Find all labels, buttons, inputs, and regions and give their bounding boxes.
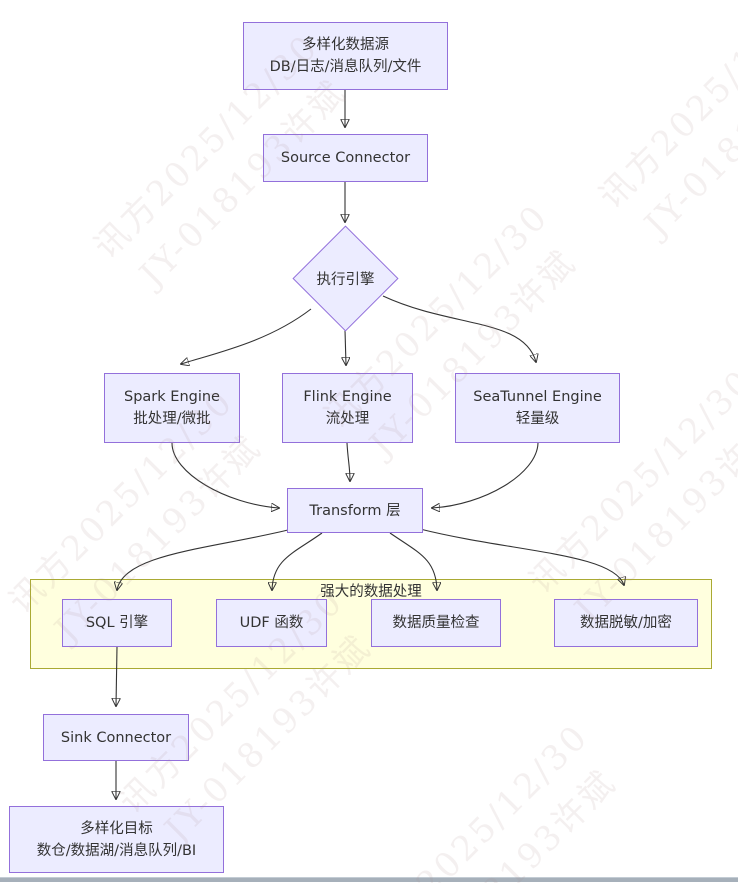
node-transform-layer[interactable]: Transform 层 bbox=[287, 488, 423, 533]
node-sql-engine[interactable]: SQL 引擎 bbox=[62, 599, 172, 647]
edge-decision-flink bbox=[345, 329, 346, 365]
edge-transform-udf bbox=[272, 532, 323, 590]
edge-transform-masking bbox=[419, 528, 624, 585]
edge-transform-sql bbox=[117, 528, 293, 590]
edge-seatunnel-transform bbox=[432, 442, 539, 508]
node-udf-functions[interactable]: UDF 函数 bbox=[216, 599, 327, 647]
node-sql-engine-label: SQL 引擎 bbox=[85, 615, 149, 631]
node-flink-engine-line2: 流处理 bbox=[325, 411, 370, 427]
bottom-scrollbar[interactable] bbox=[0, 877, 738, 882]
node-seatunnel-engine[interactable]: SeaTunnel Engine 轻量级 bbox=[455, 373, 620, 443]
node-seatunnel-engine-line2: 轻量级 bbox=[515, 411, 560, 427]
node-spark-engine[interactable]: Spark Engine 批处理/微批 bbox=[104, 373, 240, 443]
edge-transform-quality bbox=[389, 532, 437, 590]
node-transform-layer-label: Transform 层 bbox=[309, 502, 401, 519]
node-diverse-data-sources-line1: 多样化数据源 bbox=[302, 37, 389, 53]
node-execution-engine-label: 执行引擎 bbox=[316, 272, 375, 288]
node-spark-engine-line2: 批处理/微批 bbox=[133, 411, 211, 427]
edge-spark-transform bbox=[171, 442, 279, 508]
node-diverse-targets-line2: 数仓/数据湖/消息队列/BI bbox=[36, 842, 197, 859]
edge-decision-seatunnel bbox=[382, 295, 536, 362]
node-source-connector[interactable]: Source Connector bbox=[263, 134, 428, 182]
node-diverse-targets[interactable]: 多样化目标 数仓/数据湖/消息队列/BI bbox=[9, 806, 224, 873]
cluster-data-processing-label: 强大的数据处理 bbox=[320, 584, 422, 600]
edge-sql-sink bbox=[116, 646, 117, 706]
node-flink-engine[interactable]: Flink Engine 流处理 bbox=[282, 373, 413, 443]
node-diverse-data-sources-line2: DB/日志/消息队列/文件 bbox=[269, 59, 422, 75]
node-data-masking-encryption-label: 数据脱敏/加密 bbox=[580, 615, 672, 631]
node-data-quality-check-label: 数据质量检查 bbox=[392, 615, 480, 631]
node-diverse-targets-line1: 多样化目标 bbox=[80, 820, 153, 837]
node-udf-functions-label: UDF 函数 bbox=[239, 615, 304, 631]
node-data-quality-check[interactable]: 数据质量检查 bbox=[371, 599, 501, 647]
node-sink-connector[interactable]: Sink Connector bbox=[43, 714, 189, 761]
node-seatunnel-engine-line1: SeaTunnel Engine bbox=[473, 389, 602, 405]
node-source-connector-label: Source Connector bbox=[280, 150, 411, 166]
edge-flink-transform bbox=[347, 442, 350, 481]
node-spark-engine-line1: Spark Engine bbox=[124, 389, 220, 405]
node-diverse-data-sources[interactable]: 多样化数据源 DB/日志/消息队列/文件 bbox=[243, 22, 448, 90]
edge-decision-spark bbox=[181, 308, 312, 364]
node-sink-connector-label: Sink Connector bbox=[60, 729, 172, 746]
node-flink-engine-line1: Flink Engine bbox=[303, 389, 392, 405]
node-data-masking-encryption[interactable]: 数据脱敏/加密 bbox=[554, 599, 698, 647]
